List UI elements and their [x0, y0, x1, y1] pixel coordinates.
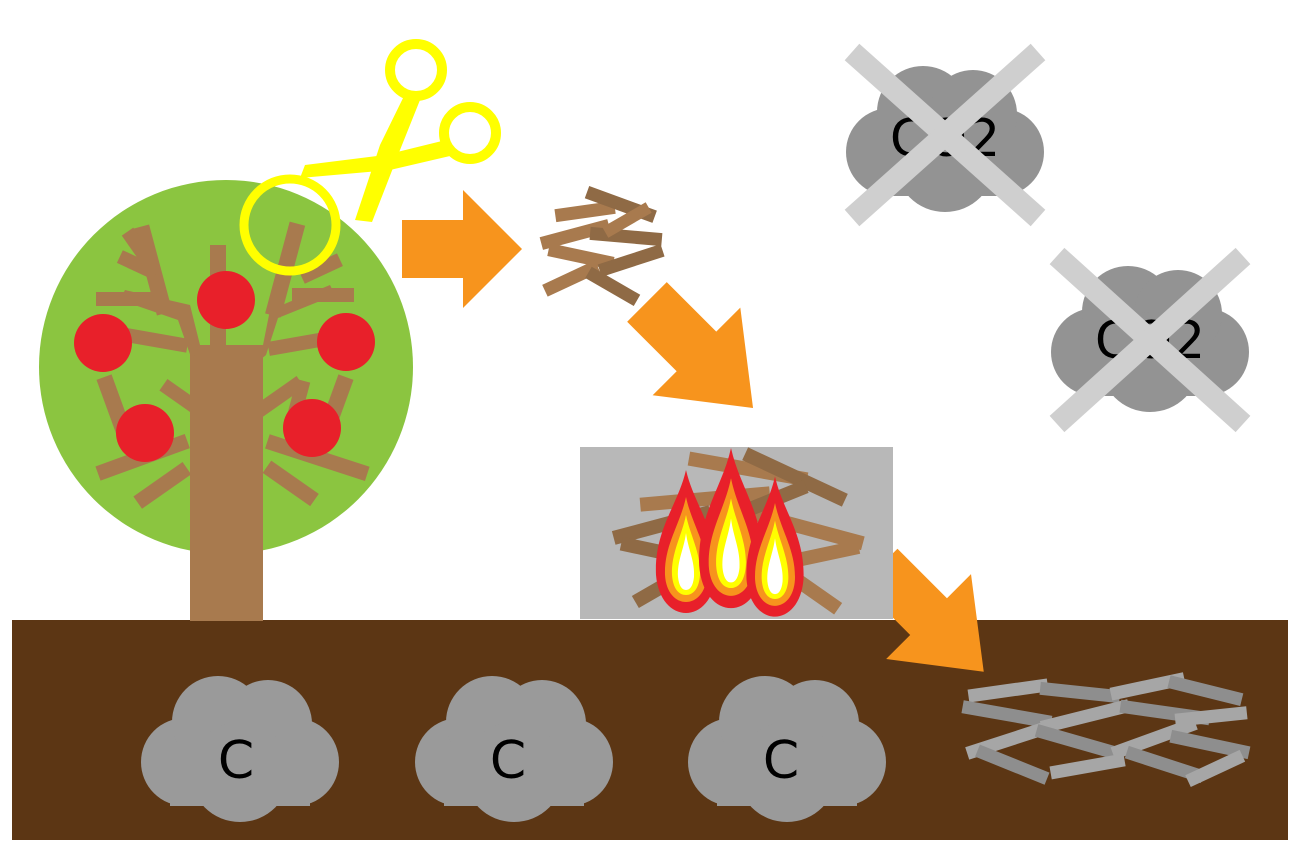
cross-mark-icon	[1049, 247, 1251, 433]
co2-cloud-1: CO2	[844, 43, 1046, 227]
soil-carbon-cloud-3: C	[688, 676, 886, 822]
apple-tree-icon	[39, 180, 413, 621]
scissors-icon	[239, 39, 501, 276]
carbon-label: C	[490, 731, 526, 791]
soil-carbon-cloud-2: C	[415, 676, 613, 822]
arrow-down-right-icon	[627, 282, 754, 409]
pruned-branches-icon	[539, 186, 665, 307]
arrow-right-icon	[402, 190, 522, 308]
soil-carbon-cloud-1: C	[141, 676, 339, 822]
co2-cloud-2: CO2	[1049, 247, 1251, 433]
kiln-fire-icon	[580, 447, 893, 619]
carbon-label: C	[763, 731, 799, 791]
biochar-pile-icon	[961, 672, 1251, 788]
cross-mark-icon	[844, 43, 1046, 227]
carbon-label: C	[218, 731, 254, 791]
